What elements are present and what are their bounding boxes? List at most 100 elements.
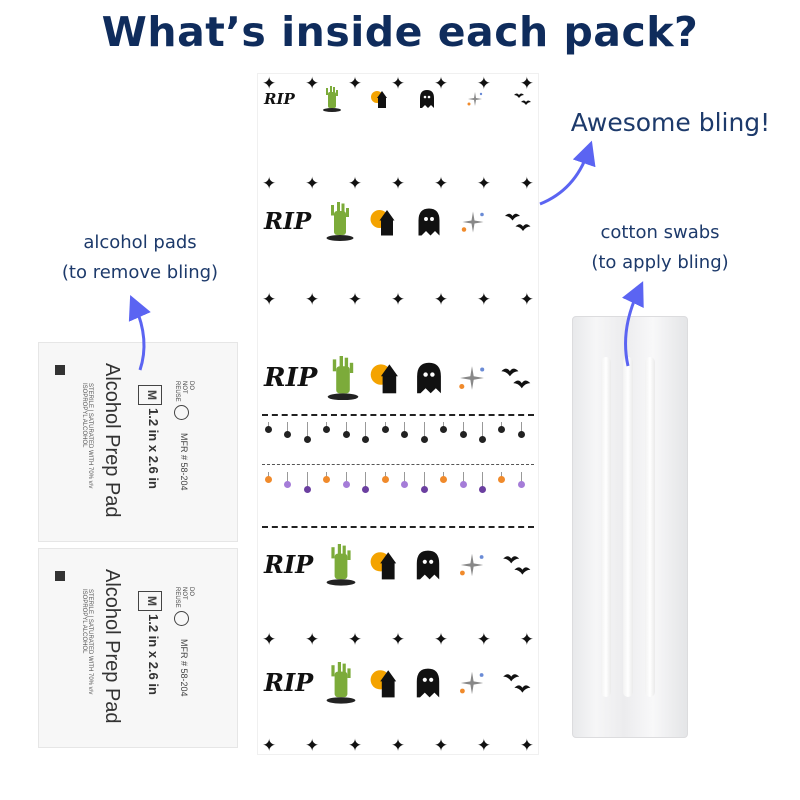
star-icon: ✦ xyxy=(304,736,320,755)
star-row: ✦✦✦✦✦✦✦ xyxy=(262,74,534,94)
charm-dot xyxy=(420,436,428,443)
charm-dot xyxy=(323,426,331,433)
zombie-hand-icon xyxy=(325,202,355,241)
charm-icon xyxy=(440,472,450,483)
dashes xyxy=(262,464,534,465)
bats-icon xyxy=(512,89,532,109)
charm-row xyxy=(265,472,528,493)
rip-text: RIP xyxy=(264,90,295,108)
charm-icon xyxy=(362,422,372,443)
star-icon: ✦ xyxy=(390,174,406,193)
star-icon: ✦ xyxy=(304,290,320,309)
charm-icon xyxy=(459,422,470,438)
icon-row: RIP xyxy=(264,356,532,401)
charm-dot xyxy=(440,426,448,433)
charm-icon xyxy=(284,472,294,488)
cotton-swab xyxy=(645,357,655,697)
star-icon: ✦ xyxy=(476,290,492,309)
star-icon: ✦ xyxy=(519,630,534,649)
star-row: ✦✦✦✦✦✦✦ xyxy=(262,174,534,194)
charm-dot xyxy=(440,476,448,483)
icon-row: RIP xyxy=(264,86,532,112)
bats-icon xyxy=(502,207,532,237)
charm-dot xyxy=(342,431,350,438)
star-icon: ✦ xyxy=(262,736,277,755)
charm-dot xyxy=(362,436,370,443)
star-icon: ✦ xyxy=(347,174,363,193)
star-icon: ✦ xyxy=(304,630,320,649)
zombie-hand-icon xyxy=(325,662,357,704)
charm-dot xyxy=(362,486,370,493)
icon-row: RIP xyxy=(264,544,532,586)
star-icon: ✦ xyxy=(519,74,534,93)
star-icon: ✦ xyxy=(433,736,449,755)
star-icon: ✦ xyxy=(347,74,363,93)
charm-dot xyxy=(284,481,292,488)
star-row: ✦✦✦✦✦✦✦ xyxy=(262,736,534,756)
charm-dot xyxy=(265,476,272,483)
charm-dot xyxy=(284,431,292,438)
star-icon: ✦ xyxy=(347,290,363,309)
charm-icon xyxy=(478,422,489,443)
star-icon: ✦ xyxy=(476,736,492,755)
alcohol-pad-top: Alcohol Prep Pad STERILE | SATURATED WIT… xyxy=(38,342,238,542)
star-icon: ✦ xyxy=(476,630,492,649)
charm-icon xyxy=(459,472,470,488)
haunted-house-icon xyxy=(369,549,401,581)
sparkle-icon xyxy=(456,549,488,581)
dashes xyxy=(262,526,534,528)
charm-icon xyxy=(381,472,392,483)
charm-icon xyxy=(342,422,353,438)
bling-label: Awesome bling! xyxy=(570,108,771,137)
ghost-icon xyxy=(412,667,444,699)
bats-icon xyxy=(500,667,532,699)
icon-row: RIP xyxy=(264,662,532,704)
charm-icon xyxy=(265,422,275,433)
ghost-icon xyxy=(412,361,446,395)
star-row: ✦✦✦✦✦✦✦ xyxy=(262,630,534,650)
zombie-hand-icon xyxy=(325,544,357,586)
star-icon: ✦ xyxy=(433,630,449,649)
bats-icon xyxy=(500,549,532,581)
star-icon: ✦ xyxy=(262,174,277,193)
charm-icon xyxy=(401,472,411,488)
star-icon: ✦ xyxy=(262,290,277,309)
haunted-house-icon xyxy=(369,207,399,237)
charm-dot xyxy=(381,476,389,483)
alcohol-arrow xyxy=(128,295,151,371)
star-icon: ✦ xyxy=(390,630,406,649)
star-icon: ✦ xyxy=(390,290,406,309)
charm-dot xyxy=(303,486,311,493)
page-title: What’s inside each pack? xyxy=(101,8,699,56)
star-row: ✦✦✦✦✦✦✦ xyxy=(262,290,534,310)
zombie-hand-icon xyxy=(326,356,360,401)
charm-icon xyxy=(517,422,528,438)
alcohol-pads-label-line1: alcohol pads xyxy=(83,232,197,253)
charm-dot xyxy=(517,431,525,438)
cotton-swab xyxy=(601,357,611,697)
charm-dot xyxy=(498,476,506,483)
star-icon: ✦ xyxy=(347,736,363,755)
cotton-swab-pack xyxy=(572,316,688,738)
rip-text: RIP xyxy=(264,668,314,698)
charm-dot xyxy=(459,481,467,488)
charm-dot xyxy=(265,426,272,433)
sparkle-icon xyxy=(455,361,489,395)
star-icon: ✦ xyxy=(519,174,534,193)
charm-icon xyxy=(440,422,450,433)
charm-dot xyxy=(381,426,389,433)
charm-icon xyxy=(420,422,431,443)
star-icon: ✦ xyxy=(304,74,320,93)
zombie-hand-icon xyxy=(322,86,342,112)
charm-icon xyxy=(498,472,508,483)
star-icon: ✦ xyxy=(262,74,277,93)
star-icon: ✦ xyxy=(433,290,449,309)
cotton-swabs-label-line1: cotton swabs xyxy=(600,222,720,243)
star-icon: ✦ xyxy=(347,630,363,649)
charm-icon xyxy=(342,472,353,488)
ghost-icon xyxy=(412,549,444,581)
charm-icon xyxy=(323,422,333,433)
charm-dot xyxy=(342,481,350,488)
charm-icon xyxy=(323,472,333,483)
